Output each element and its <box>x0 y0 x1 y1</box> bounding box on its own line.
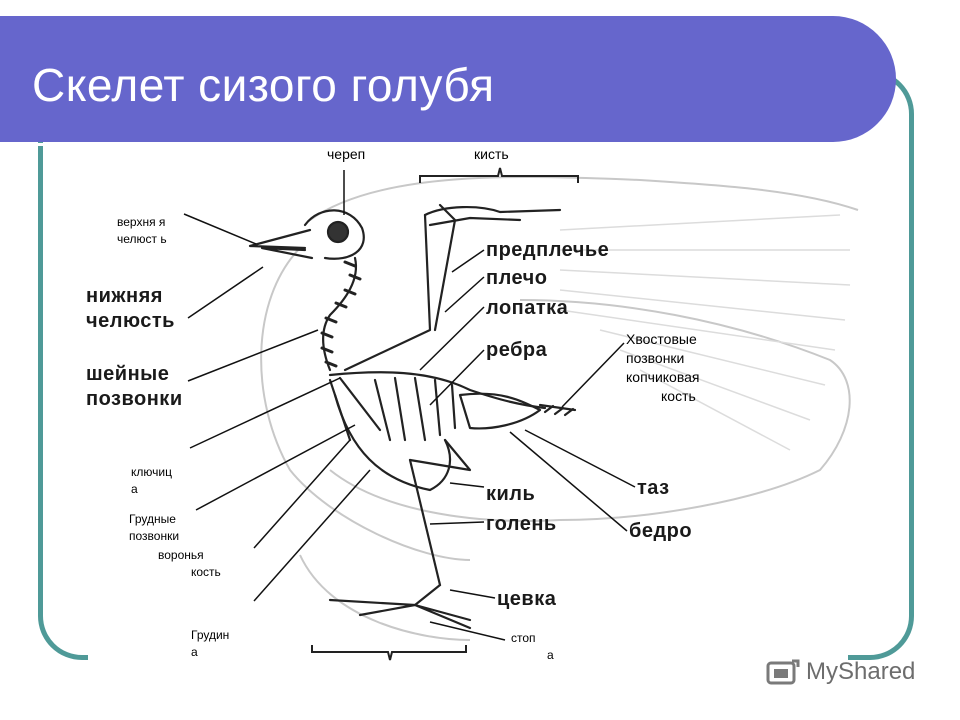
wing-feathers <box>559 214 851 451</box>
label-coracoid-2: кость <box>191 565 221 579</box>
label-clavicle-2: а <box>131 482 138 496</box>
label-clavicle-1: ключиц <box>131 465 172 479</box>
skeleton <box>248 203 577 630</box>
label-sternum-1: Грудин <box>191 628 230 642</box>
title-bar: Скелет сизого голубя <box>0 16 896 146</box>
title-underline <box>0 143 848 146</box>
label-neck-vertebrae-1: шейные <box>86 363 170 385</box>
label-hand: кисть <box>474 146 509 162</box>
label-lower-jaw-2: челюсть <box>86 310 175 332</box>
label-tail-4: кость <box>661 388 696 404</box>
label-thigh: бедро <box>629 520 693 542</box>
label-pelvis: таз <box>637 477 670 499</box>
label-foot-2: а <box>547 648 554 662</box>
label-coracoid-1: воронья <box>158 548 204 562</box>
label-tail-2: позвонки <box>626 350 685 366</box>
foot-bracket <box>311 645 467 661</box>
label-ribs: ребра <box>486 339 548 361</box>
label-neck-vertebrae-2: позвонки <box>86 388 183 410</box>
myshared-logo-icon <box>766 659 800 685</box>
label-tarsus: цевка <box>497 588 557 610</box>
label-sternum-2: а <box>191 645 198 659</box>
label-keel: киль <box>486 483 536 505</box>
hand-bracket <box>419 167 579 183</box>
label-upper-jaw: верхня я челюст ь <box>117 215 167 246</box>
label-lower-jaw-1: нижняя <box>86 285 163 307</box>
label-foot-1: стоп <box>511 631 536 645</box>
label-tail-3: копчиковая <box>626 369 700 385</box>
leader-lines <box>183 170 636 641</box>
label-shoulder: плечо <box>486 267 548 289</box>
label-forearm: предплечье <box>486 239 610 261</box>
label-thoracic-vertebrae-2: позвонки <box>129 529 180 543</box>
label-tail-1: Хвостовые <box>626 331 697 347</box>
label-scapula: лопатка <box>486 297 569 319</box>
label-shin: голень <box>486 513 557 535</box>
slide-title: Скелет сизого голубя <box>32 59 495 111</box>
myshared-logo: MyShared <box>766 656 926 690</box>
label-skull: череп <box>327 146 366 162</box>
body-outline <box>260 175 859 641</box>
label-thoracic-vertebrae-1: Грудные <box>129 512 176 526</box>
logo-text: MyShared <box>806 658 916 685</box>
